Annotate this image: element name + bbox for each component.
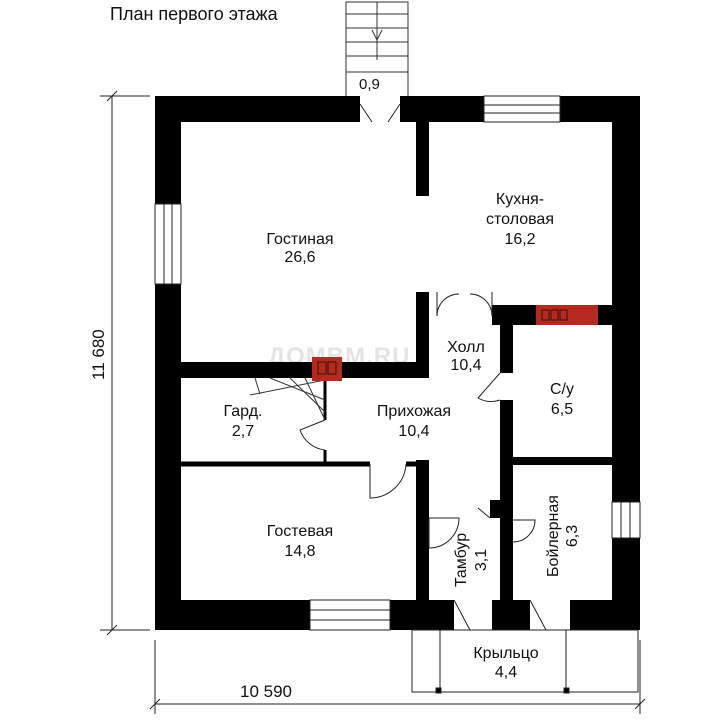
- room-name: Гостиная: [266, 231, 333, 248]
- room-area: 3,1: [473, 549, 490, 571]
- room-name: Прихожая: [377, 403, 451, 420]
- dimension-lines: [100, 90, 646, 714]
- room-name: Холл: [447, 339, 485, 356]
- room-entrance-hall: Прихожая 10,4: [377, 403, 451, 440]
- doors: [299, 103, 547, 631]
- porch: [411, 629, 639, 694]
- chimney-living: [312, 357, 342, 381]
- height-dimension: 11 680: [89, 329, 108, 380]
- room-wardrobe: Гард. 2,7: [224, 403, 263, 440]
- room-area: 26,6: [284, 249, 315, 266]
- interior-stair: [249, 377, 326, 421]
- room-name: Гостевая: [267, 523, 333, 540]
- room-area: 14,8: [284, 543, 315, 560]
- room-area: 16,2: [504, 231, 535, 248]
- width-dimension: 10 590: [240, 682, 292, 701]
- room-area: 4,4: [495, 664, 517, 681]
- room-hall: Холл 10,4: [447, 339, 485, 374]
- room-area: 2,7: [232, 423, 254, 440]
- room-name: Тамбур: [453, 533, 470, 587]
- plan-title: План первого этажа: [110, 4, 279, 24]
- room-tambour: Тамбур 3,1: [453, 533, 490, 587]
- chimney-kitchen: [536, 305, 598, 325]
- room-boiler: Бойлерная 6,3: [545, 495, 581, 577]
- windows: [154, 95, 641, 631]
- room-name: С/у: [550, 381, 574, 398]
- room-name: Бойлерная: [545, 495, 562, 577]
- room-porch: Крыльцо 4,4: [473, 645, 538, 681]
- room-living: Гостиная 26,6: [266, 231, 333, 266]
- room-bathroom: С/у 6,5: [550, 381, 574, 418]
- room-guest: Гостевая 14,8: [267, 523, 333, 560]
- walls: [155, 96, 640, 630]
- room-name: Кухня-: [496, 191, 544, 208]
- room-area: 10,4: [398, 423, 429, 440]
- room-area: 10,4: [450, 357, 481, 374]
- room-kitchen: Кухня- столовая 16,2: [486, 191, 554, 248]
- room-name: Крыльцо: [473, 645, 538, 662]
- room-name-2: столовая: [486, 211, 554, 228]
- room-name: Гард.: [224, 403, 263, 420]
- entry-stair: [345, 1, 409, 96]
- stair-width-label: 0,9: [359, 76, 380, 93]
- room-area: 6,3: [564, 525, 581, 547]
- partitions: [181, 378, 416, 467]
- room-area: 6,5: [551, 401, 573, 418]
